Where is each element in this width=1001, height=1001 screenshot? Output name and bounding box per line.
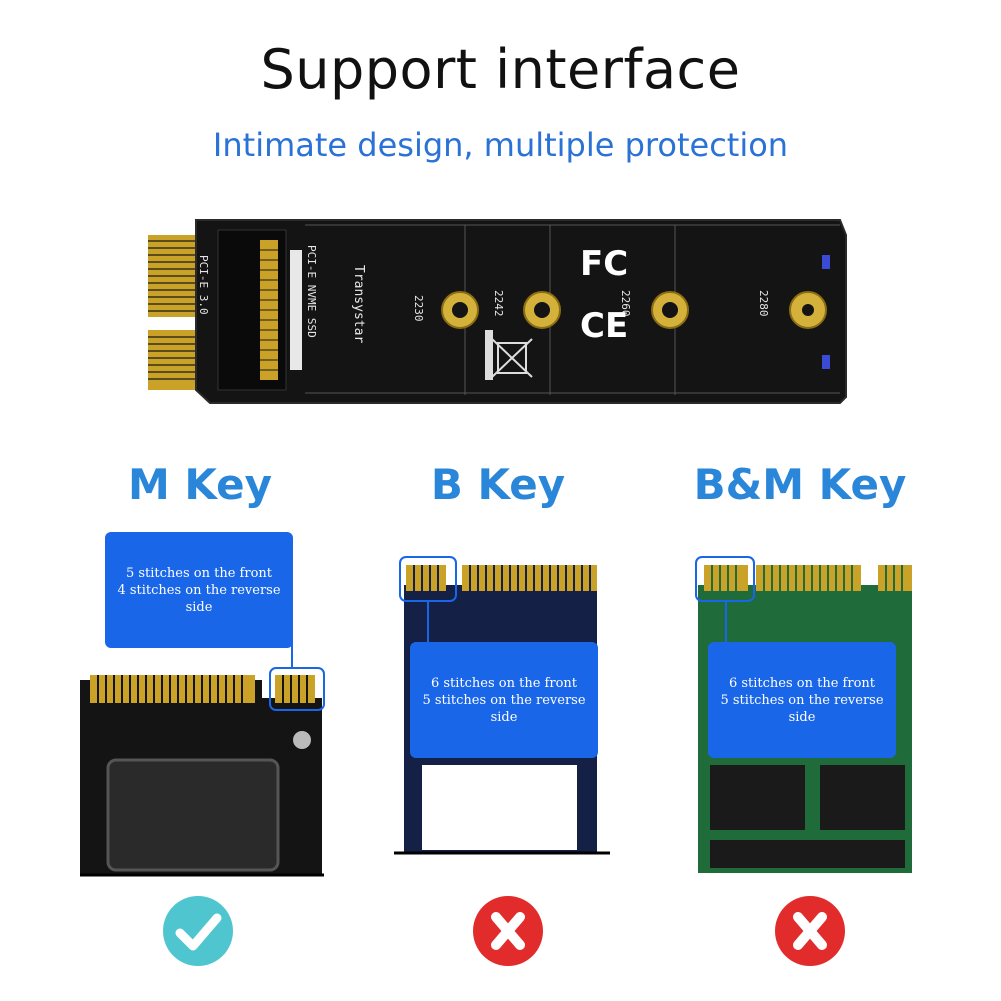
fc-mark: FC (580, 244, 628, 284)
b-key-label: B Key (430, 460, 566, 509)
page-title: Support interface (260, 38, 741, 101)
label-pcie: PCI-E 3.0 (197, 255, 210, 315)
m2-slot (217, 229, 302, 391)
bm-key-reverse: 5 stitches on the reverse side (720, 692, 884, 725)
bm-key-callout: 6 stitches on the front 5 stitches on th… (708, 642, 896, 758)
nvme-adapter-board: PCI-E 3.0 PCI-E NVME SSD Transystar 2230… (148, 219, 847, 404)
m-key-callout: 5 stitches on the front 4 stitches on th… (105, 532, 293, 648)
m-key-ssd (80, 618, 325, 877)
b-key-front: 6 stitches on the front (430, 675, 578, 691)
label-brand: Transystar (351, 265, 366, 343)
label-2242: 2242 (492, 290, 505, 317)
bm-key-front: 6 stitches on the front (728, 675, 876, 691)
check-icon (163, 896, 233, 966)
m-key-front: 5 stitches on the front (125, 565, 273, 581)
bm-key-label: B&M Key (693, 460, 907, 509)
label-2230: 2230 (412, 295, 425, 322)
label-2280: 2280 (757, 290, 770, 317)
page-subtitle: Intimate design, multiple protection (212, 126, 789, 164)
m-key-label: M Key (127, 460, 273, 509)
label-2260: 2260 (619, 290, 632, 317)
label-nvme: PCI-E NVME SSD (305, 245, 318, 338)
b-key-reverse: 5 stitches on the reverse side (422, 692, 586, 725)
ce-mark: CE (580, 306, 628, 346)
cross-icon (473, 896, 543, 966)
weee-icon (491, 338, 533, 378)
b-key-callout: 6 stitches on the front 5 stitches on th… (410, 642, 598, 758)
m-key-reverse: 4 stitches on the reverse side (117, 582, 281, 615)
pcie-gold-fingers (148, 235, 196, 390)
cross-icon (775, 896, 845, 966)
